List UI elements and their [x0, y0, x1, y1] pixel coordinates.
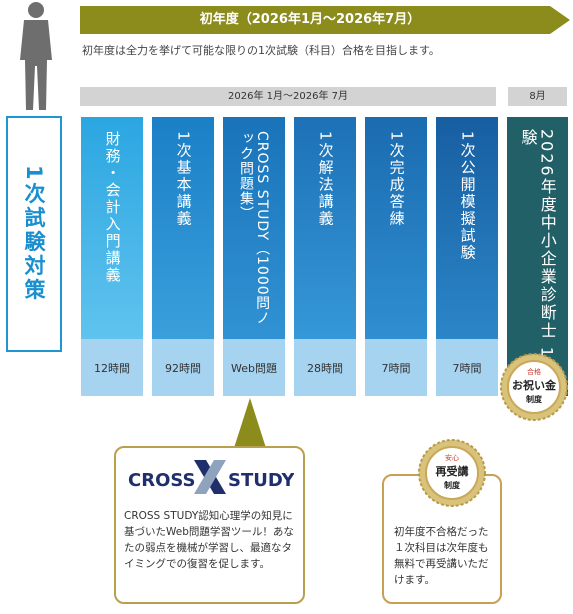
- congratulation-money-medal-icon: 合格 お祝い金 制度: [500, 353, 568, 421]
- period-bar-main: 2026年 1月〜2026年 7月: [80, 87, 496, 106]
- course-hours: 92時間: [152, 339, 214, 396]
- exam-column: 2026年度中小企業診断士 1次試験: [507, 117, 568, 396]
- course-name: 1次完成答練: [387, 131, 406, 228]
- medal-main: お祝い金: [512, 378, 557, 392]
- exam-name: 2026年度中小企業診断士 1次試験: [518, 129, 557, 395]
- course-basic-lecture: 1次基本講義: [152, 117, 214, 339]
- cross-study-logo: CROSS STUDY: [128, 460, 294, 494]
- course-name: 1次公開模擬試験: [458, 131, 477, 262]
- course-cross-study: CROSS STUDY（1000問ノック問題集）: [223, 117, 285, 339]
- medal-main: 再受講: [436, 464, 469, 478]
- side-label-box: 1次試験対策: [6, 116, 62, 352]
- medal-bottom: 制度: [526, 394, 543, 404]
- course-name: 1次基本講義: [174, 131, 193, 228]
- course-hours: 12時間: [81, 339, 143, 396]
- description: 初年度は全力を挙げて可能な限りの1次試験（科目）合格を目指します。: [82, 44, 440, 57]
- course-final-exercise: 1次完成答練: [365, 117, 427, 339]
- banner-title: 初年度（2026年1月〜2026年7月）: [199, 12, 421, 27]
- course-hours: 7時間: [365, 339, 427, 396]
- course-mock-exam: 1次公開模擬試験: [436, 117, 498, 339]
- logo-right: STUDY: [228, 470, 294, 491]
- course-name: 1次解法講義: [316, 131, 335, 228]
- period-bar-august: 8月: [508, 87, 567, 106]
- medal-bottom: 制度: [444, 480, 461, 490]
- medal-top: 合格: [527, 367, 541, 376]
- course-name: CROSS STUDY（1000問ノック問題集）: [238, 131, 271, 326]
- course-name: 財務・会計入門講義: [103, 131, 122, 284]
- year-banner-arrow: [80, 6, 570, 34]
- callout-pointer: [234, 398, 266, 448]
- resit-description: 初年度不合格だった１次科目は次年度も無料で再受講いただけます。: [394, 526, 489, 586]
- logo-left: CROSS: [128, 470, 196, 491]
- medal-top: 安心: [445, 453, 459, 462]
- resit-medal-icon: 安心 再受講 制度: [418, 439, 486, 507]
- course-solution-lecture: 1次解法講義: [294, 117, 356, 339]
- person-silhouette-icon: [20, 2, 52, 110]
- side-label: 1次試験対策: [22, 165, 46, 303]
- course-hours: Web問題: [223, 339, 285, 396]
- course-hours: 7時間: [436, 339, 498, 396]
- course-hours: 28時間: [294, 339, 356, 396]
- cross-study-description: CROSS STUDY認知心理学の知見に基づいたWeb問題学習ツール！あなたの弱…: [124, 510, 294, 570]
- course-finance-intro: 財務・会計入門講義: [81, 117, 143, 339]
- cross-x-icon: [194, 460, 226, 494]
